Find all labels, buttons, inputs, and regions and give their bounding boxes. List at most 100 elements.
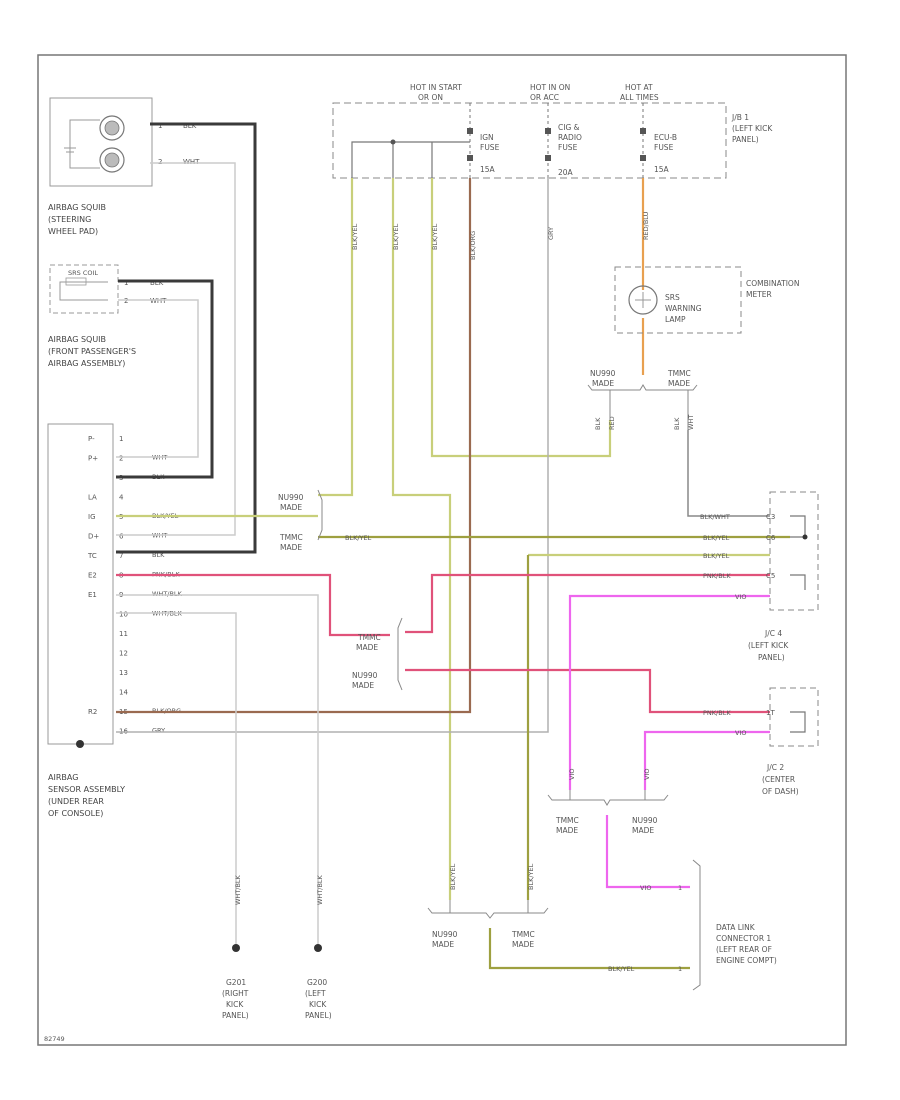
jc4-title-1: J/C 4 [764, 629, 782, 638]
sensor-assembly-box [47, 423, 114, 745]
ground-left-4: PANEL) [305, 1011, 332, 1020]
ground-left-2: (LEFT [305, 989, 326, 998]
dlc-title-2: CONNECTOR 1 [716, 934, 771, 943]
jc4-pin-c6: C6 [766, 534, 776, 542]
airbag-squib-passenger [49, 264, 119, 314]
hot-start-label-1: HOT IN START [410, 83, 462, 92]
passenger-pin-2: 2 [124, 297, 128, 305]
dlc-bracket [692, 859, 701, 991]
ground-right-3: KICK [226, 1000, 244, 1009]
srs-lamp-2: WARNING [665, 304, 702, 313]
ground-left-wire: WHT/BLK [316, 874, 324, 905]
jc4-pin-c5: C5 [766, 572, 775, 580]
diagram-border [37, 54, 847, 1046]
ground-left-1: G200 [307, 978, 327, 987]
sensor-pin-name: D+ [88, 533, 99, 541]
steering-wire-1-label: BLK [183, 122, 197, 130]
bottom-tmc-made-1: TMMC [511, 930, 535, 939]
bottom-nu-made-2: MADE [432, 940, 454, 949]
passenger-wire-1-label: BLK [150, 279, 164, 287]
mid-tmc-made-2: MADE [280, 543, 302, 552]
long-yellow-label: BLK/YEL [345, 534, 372, 542]
jb1-box [332, 102, 727, 179]
sensor-title-3: (UNDER REAR [48, 797, 104, 806]
jb1-wire-label-6: RED/BLU [642, 211, 650, 240]
sensor-pin-name: E2 [88, 572, 97, 580]
hot-start-label-2: OR ON [418, 93, 443, 102]
lamp-left-wire-2: RED [608, 416, 616, 430]
dlc-pin-2: 1 [678, 965, 682, 973]
jb1-title-1: J/B 1 [731, 113, 749, 122]
sensor-title-2: SENSOR ASSEMBLY [48, 785, 125, 794]
top-tmc-made-1: TMMC [667, 369, 691, 378]
jc2-title-1: J/C 2 [766, 763, 784, 772]
jb1-title-2: (LEFT KICK [732, 124, 773, 133]
sensor-pin-number: 1 [119, 435, 123, 443]
ign-fuse-1: IGN [480, 133, 494, 142]
mid-nu-made-1: NU990 [278, 493, 304, 502]
sensor-pin-name: P- [88, 435, 95, 443]
jb1-wire-label-4: BLK/ORG [469, 231, 477, 260]
bottom-brace [427, 900, 549, 919]
squib-wires [116, 122, 257, 554]
sensor-ground-dot [76, 740, 84, 748]
ecu-fuse-2: FUSE [654, 143, 674, 152]
passenger-squib-title-2: (FRONT PASSENGER'S [48, 347, 136, 356]
jc4-title-2: (LEFT KICK [748, 641, 789, 650]
srs-warning-lamp-icon [628, 285, 658, 315]
center-tmc-made-2: MADE [356, 643, 378, 652]
passenger-squib-title-1: AIRBAG SQUIB [48, 335, 106, 344]
jb4-wire-4-label: PNK/BLK [703, 572, 731, 580]
jb2-vio-vertical: VIO [643, 769, 651, 780]
jb1-bus [351, 141, 470, 178]
jb4-wire-2-label: BLK/YEL [703, 534, 730, 542]
sensor-pin-number: 7 [119, 552, 123, 560]
sensor-wire-label: GRY [152, 727, 165, 735]
steering-wire-2-label: WHT [183, 158, 200, 166]
center-brace [397, 617, 403, 691]
mid-tmc-made-1: TMMC [279, 533, 303, 542]
dlc-pin-1: 1 [678, 884, 682, 892]
lamp-left-wire-1: BLK [594, 417, 602, 430]
cig-fuse-1: CIG & [558, 123, 580, 132]
bottom-vertical-label-2: BLK/YEL [527, 863, 535, 890]
center-tmc-made-1: TMMC [357, 633, 381, 642]
hot-on-label-2: OR ACC [530, 93, 559, 102]
steering-squib-title-3: WHEEL PAD) [48, 227, 98, 236]
combination-meter-title-2: METER [746, 290, 772, 299]
mid-nu-made-2: MADE [280, 503, 302, 512]
bottom-nu-made-1: NU990 [432, 930, 458, 939]
jb4-wire-3-label: BLK/YEL [703, 552, 730, 560]
br-nu-made-2: MADE [632, 826, 654, 835]
dlc-title-3: (LEFT REAR OF [716, 945, 772, 954]
airbag-squib-steering [49, 97, 153, 187]
top-nu-made-1: NU990 [590, 369, 616, 378]
srs-lamp-3: LAMP [665, 315, 686, 324]
ground-right-2: (RIGHT [222, 989, 249, 998]
ecu-fuse-1: ECU-B [654, 133, 677, 142]
steering-squib-title-2: (STEERING [48, 215, 91, 224]
jc2-title-2: (CENTER [762, 775, 795, 784]
br-tmc-made-2: MADE [556, 826, 578, 835]
ground-right-4: PANEL) [222, 1011, 249, 1020]
hot-on-label-1: HOT IN ON [530, 83, 570, 92]
hot-all-label-2: ALL TIMES [620, 93, 659, 102]
ground-g201-dot [232, 944, 240, 952]
jb4-wire-5-label: VIO [735, 593, 746, 601]
passenger-pin-1: 1 [124, 279, 128, 287]
ecu-fuse-3: 15A [654, 165, 670, 174]
dlc-vio-label: VIO [640, 884, 651, 892]
sensor-pin-number: 10 [119, 611, 128, 619]
br-nu-made-1: NU990 [632, 816, 658, 825]
jb1-wire-label-3: BLK/YEL [431, 223, 439, 250]
lamp-split-brace [587, 384, 698, 430]
sensor-wire-label: BLK [152, 551, 165, 559]
lamp-right-wire-2: WHT [687, 415, 695, 430]
center-nu-made-2: MADE [352, 681, 374, 690]
jc4-title-3: PANEL) [758, 653, 785, 662]
sensor-pin-number: 14 [119, 689, 128, 697]
ground-left-3: KICK [309, 1000, 327, 1009]
passenger-squib-title-3: AIRBAG ASSEMBLY) [48, 359, 125, 368]
jc2-title-3: OF DASH) [762, 787, 799, 796]
